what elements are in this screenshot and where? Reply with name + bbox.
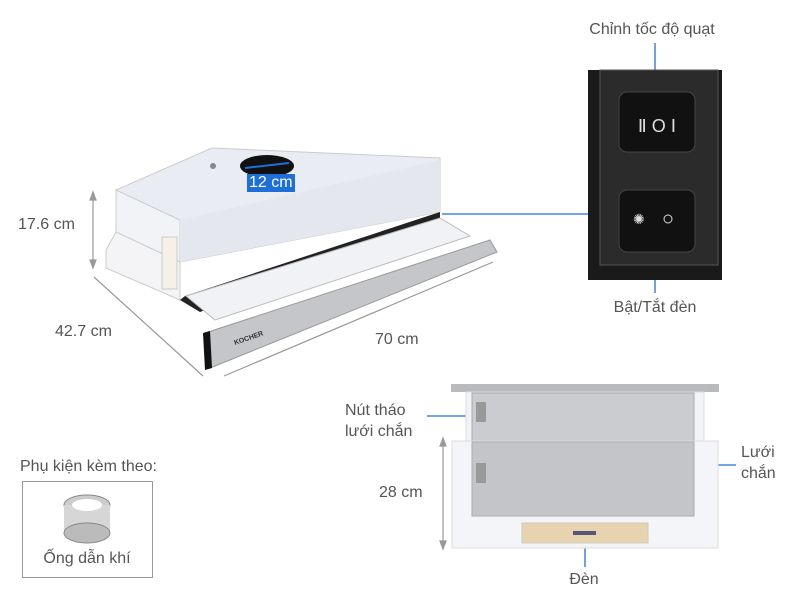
- fan-speed-callout: Chỉnh tốc độ quạt: [589, 21, 715, 38]
- height-label: 17.6 cm: [18, 216, 75, 233]
- filter-release-callout-1: Nút tháo: [345, 402, 406, 419]
- duct-diameter-label: 12 cm: [247, 174, 295, 192]
- accessory-item: Ống dẫn khí: [43, 550, 131, 567]
- hood-perspective: KOCHER: [105, 147, 498, 370]
- light-toggle-callout: Bật/Tắt đèn: [613, 299, 697, 316]
- filter-release-callout-2: lưới chắn: [345, 423, 413, 440]
- hood-front-view: [451, 384, 719, 549]
- width-label: 70 cm: [375, 331, 419, 348]
- accessories-title: Phụ kiện kèm theo:: [20, 458, 157, 475]
- front-height-label: 28 cm: [379, 484, 423, 501]
- duct-accessory-image: [63, 494, 111, 544]
- light-icon: ✺: [633, 211, 645, 227]
- filter-callout-2: chắn: [741, 465, 776, 482]
- switch-panel: Ⅱ O Ⅰ ✺: [588, 69, 722, 280]
- lamp-callout: Đèn: [569, 571, 599, 588]
- depth-label: 42.7 cm: [55, 323, 112, 340]
- dimension-lines: [89, 190, 494, 551]
- energy-label: [161, 236, 178, 290]
- fan-speed-switch-icon: Ⅱ O Ⅰ: [638, 116, 676, 136]
- grease-filter: [471, 441, 695, 517]
- accessory-box: [22, 481, 153, 578]
- filter-callout-1: Lưới: [741, 444, 775, 461]
